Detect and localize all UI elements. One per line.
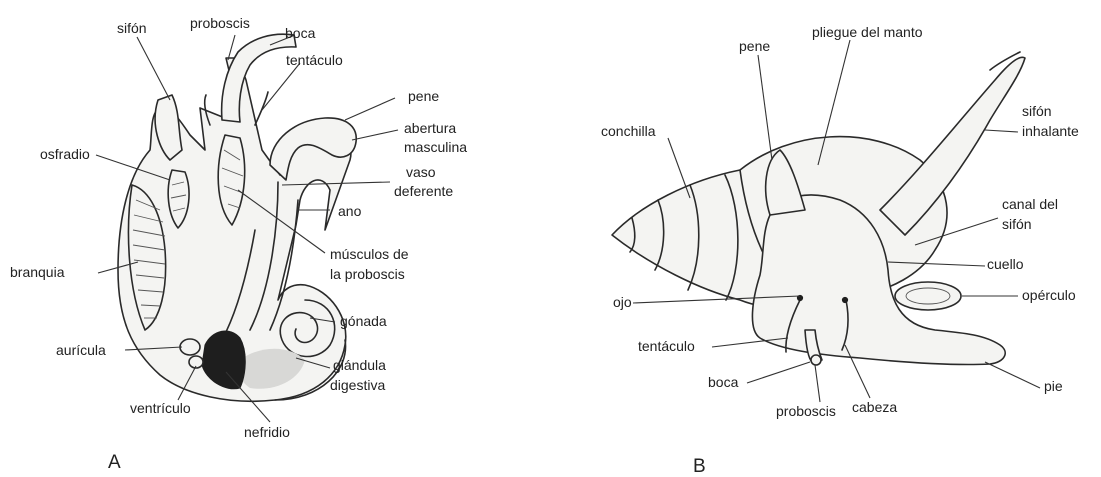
label-masculina-a: masculina <box>404 139 467 155</box>
label-operculo-b: opérculo <box>1022 287 1076 303</box>
drawing-a-internal-anatomy <box>118 34 356 401</box>
label-tentaculo-a: tentáculo <box>286 52 343 68</box>
label-ano-a: ano <box>338 203 362 219</box>
label-canal-b: canal del <box>1002 196 1058 212</box>
label-deferente-a: deferente <box>394 183 453 199</box>
operculo-b <box>895 282 961 310</box>
label-digestiva-a: digestiva <box>330 377 385 393</box>
label-sifon-b: sifón <box>1022 103 1052 119</box>
label-pliegue-b: pliegue del manto <box>812 24 923 40</box>
label-proboscis-a: proboscis <box>190 15 250 31</box>
label-ventriculo-a: ventrículo <box>130 400 191 416</box>
panel-label-a: A <box>108 452 121 473</box>
label-vaso-a: vaso <box>406 164 436 180</box>
label-pene-b: pene <box>739 38 770 54</box>
label-inhalante-b: inhalante <box>1022 123 1079 139</box>
label-pene-a: pene <box>408 88 439 104</box>
label-osfradio-a: osfradio <box>40 146 90 162</box>
label-canal-sifon-b: sifón <box>1002 216 1032 232</box>
label-boca-b: boca <box>708 374 739 390</box>
label-ojo-b: ojo <box>613 294 632 310</box>
panel-label-b: B <box>693 456 706 477</box>
label-conchilla-b: conchilla <box>601 123 656 139</box>
label-tentaculo-b: tentáculo <box>638 338 695 354</box>
label-la-proboscis-a: la proboscis <box>330 266 405 282</box>
label-pie-b: pie <box>1044 378 1063 394</box>
label-proboscis-b: proboscis <box>776 403 836 419</box>
mouth-b <box>811 355 821 365</box>
label-nefridio-a: nefridio <box>244 424 290 440</box>
proboscis-tube-a <box>222 34 296 122</box>
label-cabeza-b: cabeza <box>852 399 897 415</box>
auricle-a <box>180 339 200 355</box>
label-abertura-a: abertura <box>404 120 456 136</box>
label-branquia-a: branquia <box>10 264 65 280</box>
label-gonada-a: gónada <box>340 313 387 329</box>
label-glandula-a: glándula <box>333 357 386 373</box>
label-boca-a: boca <box>285 25 316 41</box>
tentacle-right-a <box>255 92 268 125</box>
label-auricula-a: aurícula <box>56 342 106 358</box>
label-musculos-a: músculos de <box>330 246 409 262</box>
label-cuello-b: cuello <box>987 256 1024 272</box>
label-sifon-a: sifón <box>117 20 147 36</box>
drawing-b-external-snail <box>612 52 1025 365</box>
